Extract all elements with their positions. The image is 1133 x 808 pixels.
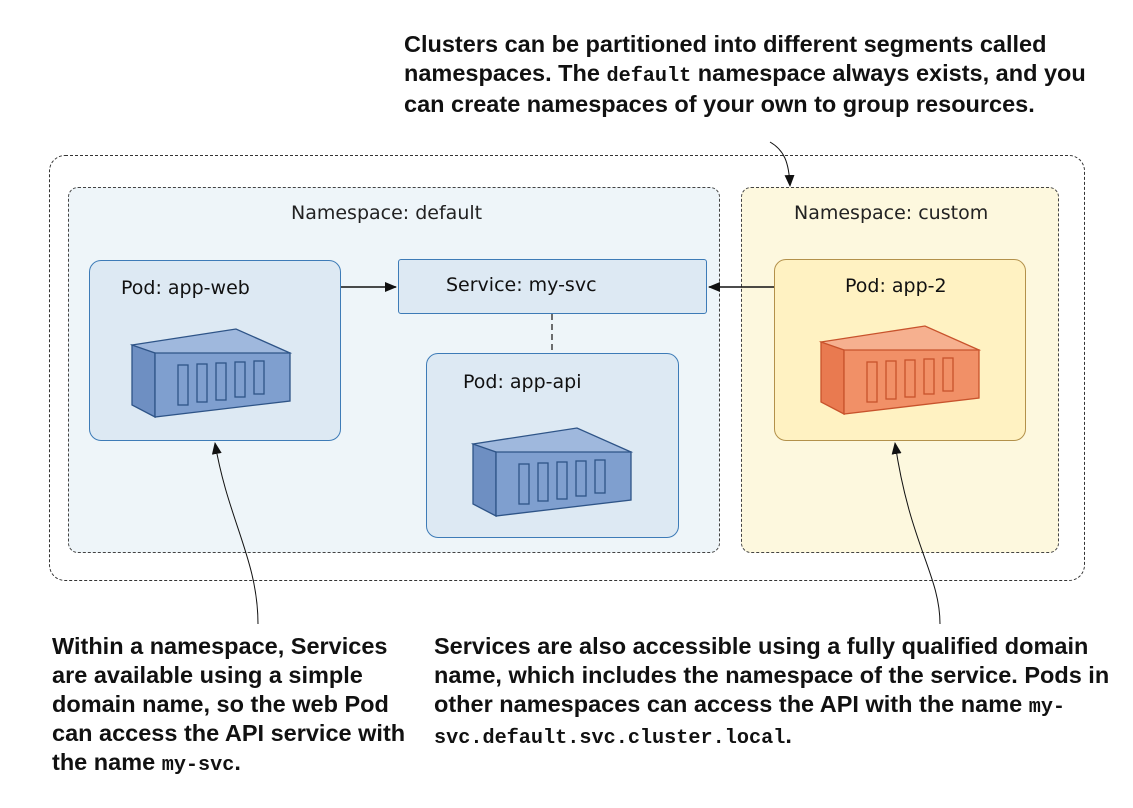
pod-app-api: Pod: app-api [426, 353, 679, 538]
container-icon [129, 328, 293, 418]
annotation-text: . [785, 721, 792, 748]
pod-app-2-label: Pod: app-2 [845, 275, 947, 297]
annotation-code: my-svc [161, 753, 235, 777]
annotation-text: namespace always exists, and you can cre… [404, 59, 1086, 117]
annotation-simple-domain: Within a namespace, Services are availab… [52, 632, 422, 778]
pod-app-api-label: Pod: app-api [463, 371, 582, 393]
annotation-code: default [606, 64, 692, 88]
annotation-code: my-svc.default.svc.cluster.local [434, 695, 1066, 750]
service-label: Service: my-svc [446, 274, 597, 296]
pod-app-web-label: Pod: app-web [121, 277, 250, 299]
annotation-fqdn: Services are also accessible using a ful… [434, 632, 1124, 751]
container-icon [818, 325, 982, 415]
service-my-svc: Service: my-svc [398, 259, 707, 314]
container-icon [470, 427, 634, 517]
pod-app-web: Pod: app-web [89, 260, 341, 441]
pod-app-2: Pod: app-2 [774, 259, 1026, 441]
namespace-default-label: Namespace: default [291, 202, 483, 224]
cluster-boundary [49, 155, 1085, 581]
annotation-text: Services are also accessible using a ful… [434, 633, 1110, 717]
annotation-text: . [234, 748, 241, 775]
namespace-custom-label: Namespace: custom [794, 202, 989, 224]
annotation-text: Within a namespace, Services are availab… [52, 633, 406, 775]
annotation-text: Clusters can be partitioned into differe… [404, 31, 1047, 86]
annotation-namespaces: Clusters can be partitioned into differe… [404, 30, 1124, 119]
